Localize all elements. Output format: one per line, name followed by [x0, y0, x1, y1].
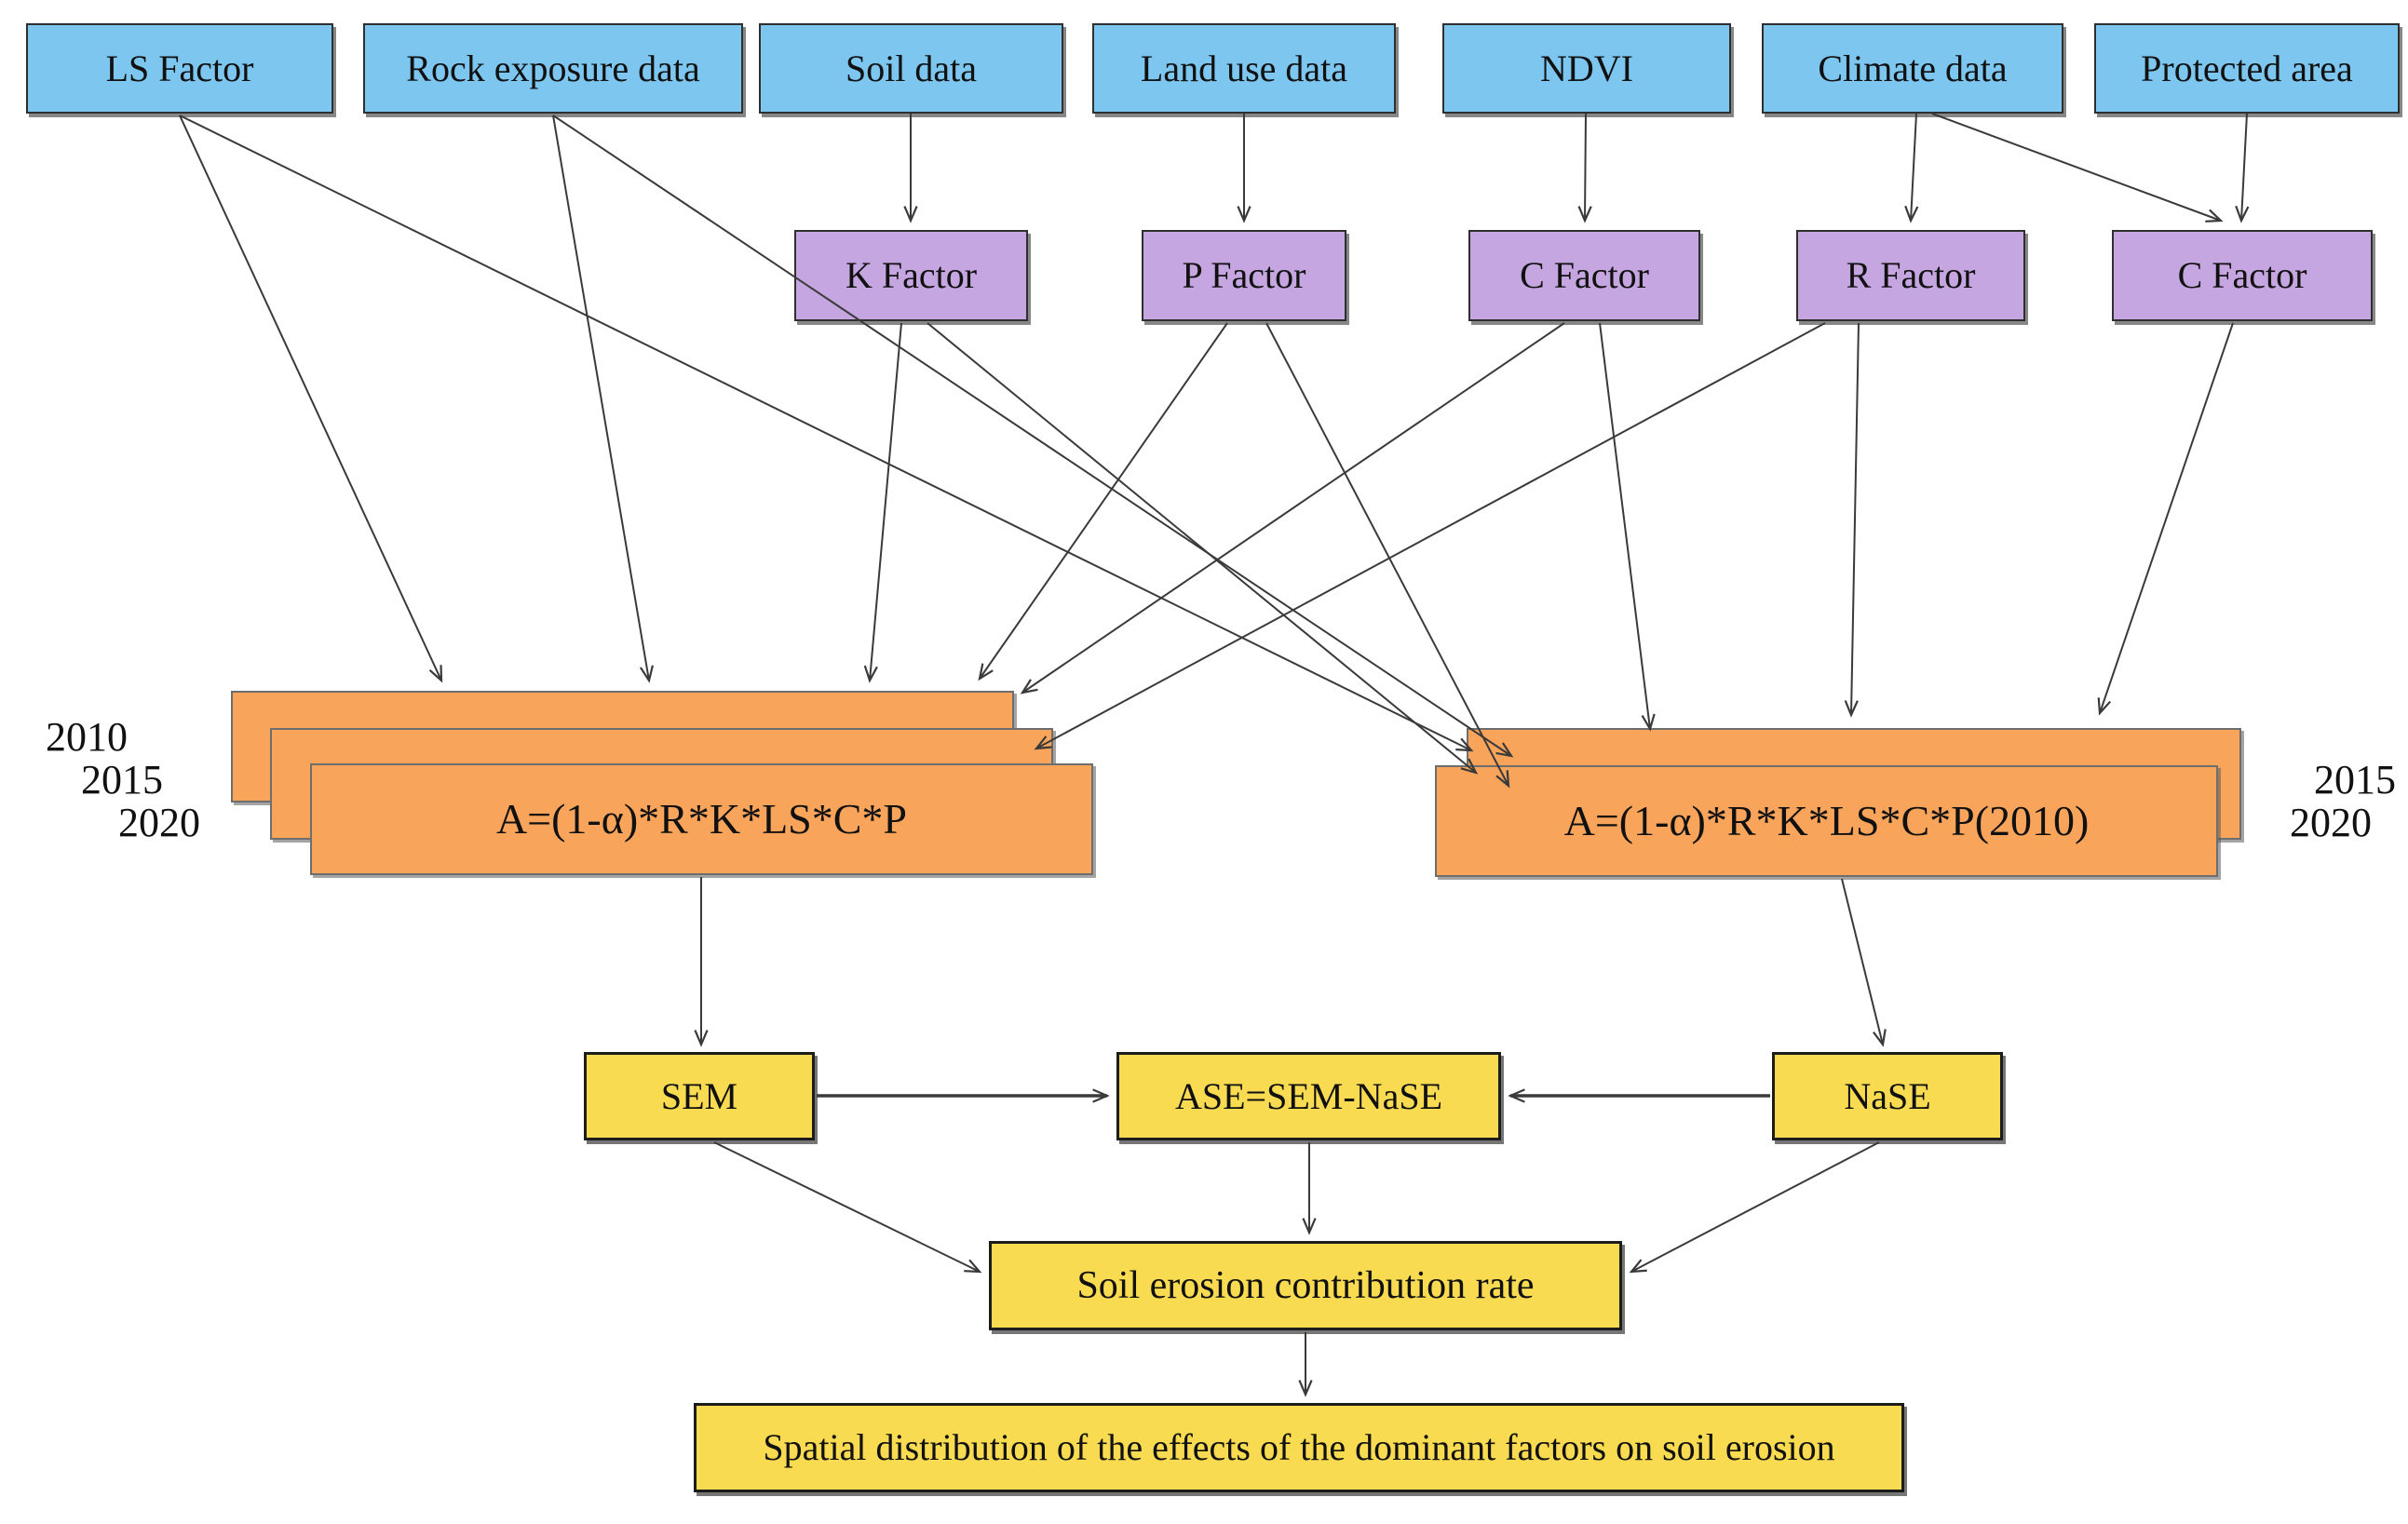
arrow-c-to-nase-model [1599, 322, 1656, 732]
year-label-right-2015: 2015 [2314, 757, 2396, 802]
arrow-rock-to-sem-model [552, 115, 654, 683]
year-label-left-2015: 2015 [81, 757, 163, 802]
arrow-sem-to-contribution [713, 1141, 982, 1274]
factor-label: K Factor [845, 254, 978, 296]
arrow-k-to-sem-model [863, 322, 902, 683]
factor-label: P Factor [1182, 254, 1306, 296]
arrow-nase-to-contribution [1629, 1141, 1880, 1274]
input-box-protected-area: Protected area [2094, 23, 2400, 114]
arrow-climate-to-c2 [1931, 113, 2224, 223]
output-label: SEM [660, 1074, 738, 1117]
input-label: Soil data [845, 47, 978, 89]
input-label: LS Factor [105, 47, 254, 89]
year-label-left-2020: 2020 [118, 800, 200, 845]
year-label-left-2010: 2010 [46, 714, 128, 760]
input-label: Climate data [1818, 47, 2008, 89]
arrow-c2-to-nase-model [2097, 322, 2234, 716]
input-label: NDVI [1540, 47, 1633, 89]
model-box-sem-2020: A=(1-α)*R*K*LS*C*P [310, 763, 1093, 875]
input-label: Rock exposure data [406, 47, 700, 89]
input-box-ndvi: NDVI [1442, 23, 1731, 114]
model-formula: A=(1-α)*R*K*LS*C*P [495, 794, 908, 843]
arrow-protected-to-c2 [2235, 113, 2250, 223]
factor-box-k: K Factor [794, 230, 1028, 321]
input-box-rock-exposure: Rock exposure data [363, 23, 743, 114]
input-box-land-use: Land use data [1092, 23, 1396, 114]
output-box-nase: NaSE [1772, 1052, 2003, 1140]
model-formula: A=(1-α)*R*K*LS*C*P(2010) [1563, 796, 2090, 844]
output-label: Soil erosion contribution rate [1076, 1263, 1535, 1307]
arrow-nasemodel-to-nase [1841, 878, 1887, 1047]
arrow-p-to-nase-model [1265, 322, 1510, 789]
factor-label: C Factor [2177, 254, 2307, 296]
arrow-ls-to-nase-model [179, 115, 1474, 752]
output-label: NaSE [1844, 1074, 1931, 1117]
output-box-contribution-rate: Soil erosion contribution rate [989, 1241, 1622, 1330]
model-box-nase-2020: A=(1-α)*R*K*LS*C*P(2010) [1435, 765, 2218, 877]
factor-box-r: R Factor [1796, 230, 2025, 321]
output-box-ase: ASE=SEM-NaSE [1116, 1052, 1501, 1140]
output-box-sem: SEM [584, 1052, 815, 1140]
arrow-r-to-sem-model [1034, 322, 1826, 750]
input-box-climate-data: Climate data [1762, 23, 2063, 114]
output-label: Spatial distribution of the effects of t… [763, 1426, 1835, 1468]
arrow-climate-to-r [1904, 113, 1919, 223]
input-label: Protected area [2141, 47, 2353, 89]
input-box-ls-factor: LS Factor [26, 23, 333, 114]
arrow-rock-to-nase-model [552, 115, 1514, 758]
factor-box-p: P Factor [1142, 230, 1346, 321]
input-box-soil-data: Soil data [759, 23, 1063, 114]
output-label: ASE=SEM-NaSE [1174, 1074, 1442, 1117]
input-label: Land use data [1140, 47, 1348, 89]
factor-label: C Factor [1520, 254, 1649, 296]
arrow-p-to-sem-model [978, 322, 1228, 681]
arrow-r-to-nase-model [1844, 322, 1860, 718]
factor-box-c-potential: C Factor [2112, 230, 2373, 321]
factor-label: R Factor [1846, 254, 1976, 296]
year-label-right-2020: 2020 [2290, 800, 2372, 845]
arrow-ndvi-to-c [1577, 113, 1592, 223]
factor-box-c-ndvi: C Factor [1468, 230, 1700, 321]
arrow-c-to-sem-model [1020, 322, 1565, 695]
arrow-ls-to-sem-model [179, 115, 443, 683]
output-box-spatial-distribution: Spatial distribution of the effects of t… [694, 1403, 1904, 1492]
